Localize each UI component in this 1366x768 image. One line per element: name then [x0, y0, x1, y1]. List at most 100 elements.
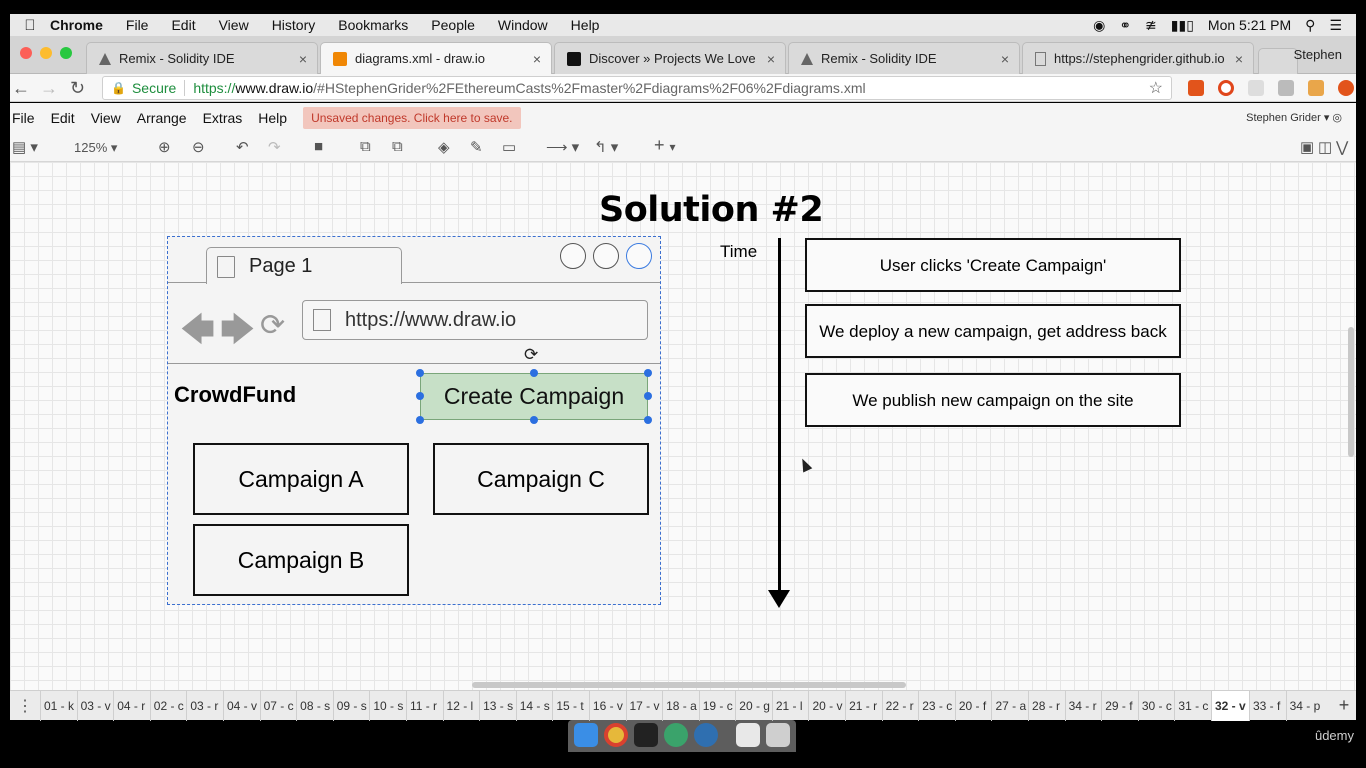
glasses-icon[interactable]: ⚭: [1119, 16, 1132, 33]
mockup-url-field[interactable]: https://www.draw.io: [302, 300, 648, 340]
page-tab[interactable]: 16 - v: [588, 690, 626, 721]
apple-icon[interactable]: : [10, 17, 50, 34]
page-tab[interactable]: 19 - c: [698, 690, 736, 721]
resize-handle[interactable]: [644, 416, 652, 424]
pages-menu-icon[interactable]: ⋮: [17, 697, 33, 715]
step-box-1[interactable]: User clicks 'Create Campaign': [805, 238, 1181, 292]
mac-menu-edit[interactable]: Edit: [171, 17, 196, 33]
documents-icon[interactable]: [736, 723, 760, 747]
page-tab[interactable]: 09 - s: [332, 690, 370, 721]
page-tab[interactable]: 23 - c: [918, 690, 955, 721]
resize-handle[interactable]: [644, 369, 652, 377]
drawio-menu-file[interactable]: File: [12, 109, 35, 126]
vertical-scrollbar[interactable]: [1348, 327, 1354, 457]
page-tab[interactable]: 03 - r: [186, 690, 223, 721]
app-icon[interactable]: [664, 723, 688, 747]
add-page-icon[interactable]: +: [1338, 695, 1350, 715]
mac-menu-people[interactable]: People: [431, 17, 475, 33]
close-tab-icon[interactable]: ×: [532, 50, 541, 67]
mac-menu-bookmarks[interactable]: Bookmarks: [338, 17, 409, 33]
drawio-menu-arrange[interactable]: Arrange: [136, 109, 187, 126]
to-front-icon[interactable]: ⧉: [360, 138, 371, 155]
chrome-icon[interactable]: [604, 723, 628, 747]
page-tab[interactable]: 34 - r: [1064, 690, 1102, 721]
drawio-menu-edit[interactable]: Edit: [50, 109, 75, 126]
browser-mockup[interactable]: Page 1 🡄 🡆 ⟳ https://www.draw.io ⟳ Crowd…: [167, 236, 661, 605]
page-tab[interactable]: 04 - r: [113, 690, 150, 721]
bookmark-star-icon[interactable]: ☆: [1148, 80, 1163, 97]
firefox-icon[interactable]: [1338, 80, 1354, 96]
page-tab[interactable]: 02 - c: [149, 690, 187, 721]
resize-handle[interactable]: [416, 416, 424, 424]
close-tab-icon[interactable]: ×: [766, 50, 775, 67]
new-tab-button[interactable]: [1258, 48, 1298, 74]
zoom-select[interactable]: 125% ▾: [74, 140, 118, 155]
extension-icon[interactable]: [1278, 80, 1294, 96]
mac-menu-window[interactable]: Window: [497, 17, 548, 33]
forward-arrow-icon[interactable]: →: [40, 78, 58, 98]
redo-icon[interactable]: ↷: [268, 139, 281, 156]
fill-color-icon[interactable]: ◈: [438, 139, 450, 156]
tab-drawio[interactable]: diagrams.xml - draw.io ×: [320, 42, 552, 74]
notification-center-icon[interactable]: ☰: [1329, 16, 1342, 33]
page-tab[interactable]: 29 - f: [1101, 690, 1138, 721]
tab-remix-2[interactable]: Remix - Solidity IDE ×: [788, 42, 1020, 74]
opera-icon[interactable]: [1218, 80, 1234, 96]
secure-label[interactable]: Secure: [131, 80, 177, 96]
page-tab[interactable]: 20 - f: [954, 690, 992, 721]
close-tab-icon[interactable]: ×: [1000, 50, 1009, 67]
waypoints-icon[interactable]: ↰ ▾: [594, 139, 619, 156]
close-tab-icon[interactable]: ×: [298, 50, 307, 67]
wifi-icon[interactable]: ≇: [1145, 16, 1157, 33]
page-tab[interactable]: 30 - c: [1137, 690, 1175, 721]
profile-name[interactable]: Stephen: [1293, 47, 1342, 62]
page-tab[interactable]: 15 - t: [552, 690, 589, 721]
page-tab[interactable]: 20 - g: [735, 690, 772, 721]
delete-icon[interactable]: ■: [314, 138, 324, 155]
page-tab[interactable]: 27 - a: [991, 690, 1028, 721]
page-tab[interactable]: 32 - v: [1211, 690, 1249, 721]
fullscreen-icon[interactable]: ▣: [1300, 139, 1315, 156]
page-tab[interactable]: 18 - a: [662, 690, 699, 721]
format-toggle-icon[interactable]: ◫: [1318, 139, 1333, 156]
step-box-2[interactable]: We deploy a new campaign, get address ba…: [805, 304, 1181, 358]
create-campaign-shape[interactable]: Create Campaign: [420, 373, 648, 420]
unsaved-changes-button[interactable]: Unsaved changes. Click here to save.: [303, 106, 521, 129]
timeline-arrow-line[interactable]: [778, 238, 781, 594]
record-icon[interactable]: ◉: [1093, 16, 1106, 33]
zoom-in-icon[interactable]: ⊕: [158, 139, 171, 156]
campaign-c-box[interactable]: Campaign C: [433, 443, 649, 515]
minimize-window-button[interactable]: [40, 47, 52, 59]
page-tab[interactable]: 13 - s: [479, 690, 516, 721]
page-tab[interactable]: 07 - c: [259, 690, 297, 721]
zoom-out-icon[interactable]: ⊖: [192, 139, 205, 156]
collapse-icon[interactable]: ⋁: [1336, 139, 1349, 156]
campaign-a-box[interactable]: Campaign A: [193, 443, 409, 515]
page-tab[interactable]: 17 - v: [625, 690, 663, 721]
url-input[interactable]: 🔒 Secure https:// www.draw.io /#HStephen…: [102, 76, 1172, 100]
clock[interactable]: Mon 5:21 PM: [1207, 17, 1292, 33]
reload-icon[interactable]: ↻: [70, 78, 86, 98]
diagram-title[interactable]: Solution #2: [599, 190, 824, 230]
battery-icon[interactable]: ▮▮▯: [1170, 16, 1194, 33]
close-window-button[interactable]: [20, 47, 32, 59]
resize-handle[interactable]: [530, 369, 538, 377]
drawio-menu-extras[interactable]: Extras: [202, 109, 243, 126]
mockup-page-tab[interactable]: Page 1: [206, 247, 402, 284]
diagram-canvas[interactable]: Solution #2 Page 1 🡄 🡆 ⟳ https://www.dra…: [10, 162, 1356, 690]
insert-icon[interactable]: + ▾: [654, 135, 676, 155]
resize-handle[interactable]: [416, 392, 424, 400]
connection-icon[interactable]: ⟶ ▾: [546, 139, 580, 156]
page-tab[interactable]: 22 - r: [881, 690, 919, 721]
page-tab[interactable]: 12 - l: [442, 690, 480, 721]
page-tab[interactable]: 14 - s: [515, 690, 553, 721]
mac-menu-history[interactable]: History: [271, 17, 316, 33]
close-tab-icon[interactable]: ×: [1234, 50, 1243, 67]
shadow-icon[interactable]: ▭: [502, 139, 517, 156]
page-tab[interactable]: 04 - v: [222, 690, 260, 721]
page-tab[interactable]: 03 - v: [76, 690, 114, 721]
user-menu[interactable]: Stephen Grider ▾ ◎: [1246, 112, 1342, 124]
mac-menu-help[interactable]: Help: [570, 17, 600, 33]
tab-remix-1[interactable]: Remix - Solidity IDE ×: [86, 42, 318, 74]
extension-icon[interactable]: [1188, 80, 1204, 96]
